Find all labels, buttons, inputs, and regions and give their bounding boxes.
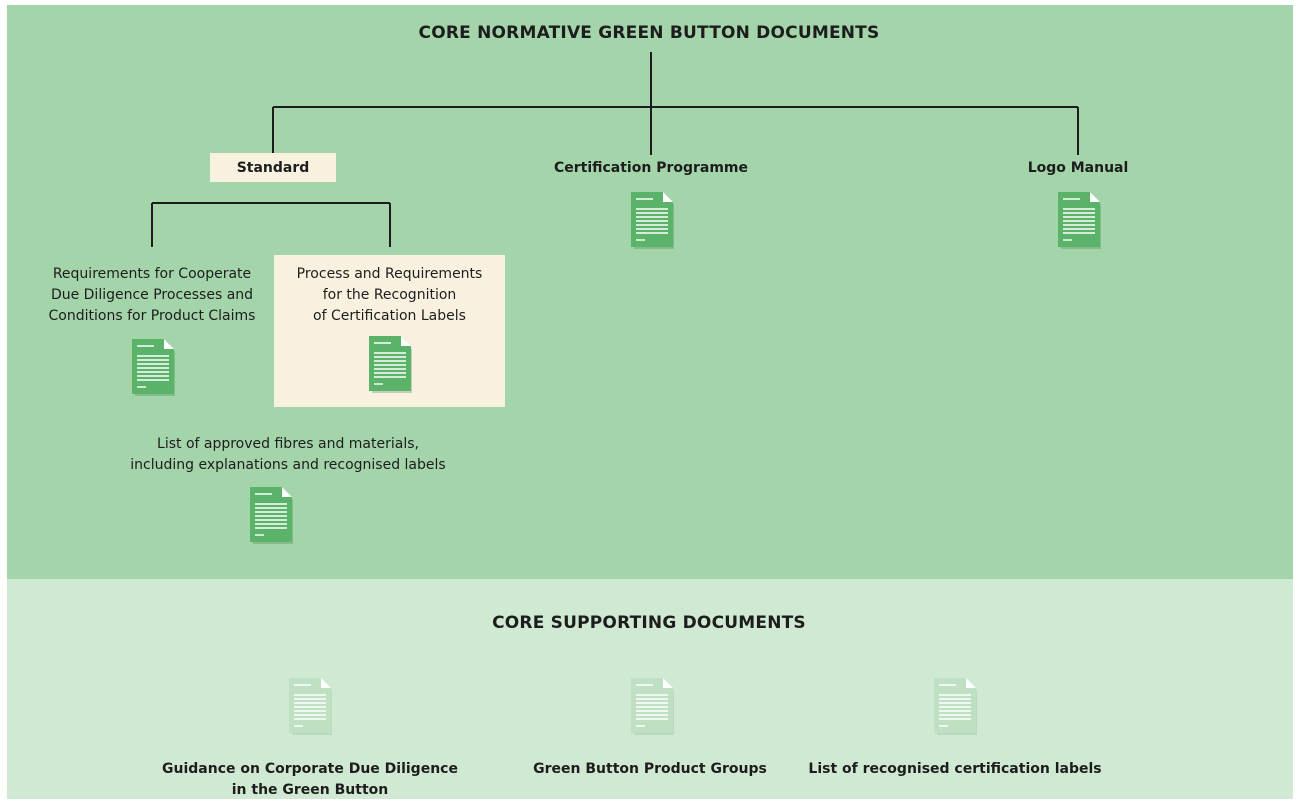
logo-manual-label: Logo Manual — [1027, 160, 1129, 176]
document-icon[interactable] — [1058, 192, 1102, 250]
text-line: for the Recognition — [322, 287, 457, 303]
document-icon[interactable] — [369, 336, 413, 394]
text-line: Green Button Product Groups — [533, 761, 767, 777]
document-icon[interactable] — [250, 487, 294, 545]
normative-heading: CORE NORMATIVE GREEN BUTTON DOCUMENTS — [418, 23, 880, 43]
document-icon-faded[interactable] — [631, 678, 675, 736]
product-groups-label: Green Button Product Groups — [520, 759, 780, 780]
text-line: including explanations and recognised la… — [130, 457, 446, 473]
supporting-heading: CORE SUPPORTING DOCUMENTS — [492, 613, 806, 633]
text-line: Due Diligence Processes and — [50, 287, 254, 303]
document-icon-faded[interactable] — [934, 678, 978, 736]
text-line: Conditions for Product Claims — [48, 308, 256, 324]
text-line: in the Green Button — [231, 782, 389, 798]
recognised-labels-list-label: List of recognised certification labels — [800, 759, 1110, 780]
text-line: Process and Requirements — [296, 266, 483, 282]
document-icon[interactable] — [132, 339, 176, 397]
text-line: Requirements for Cooperate — [52, 266, 252, 282]
certification-programme-label: Certification Programme — [553, 160, 749, 176]
text-line: Guidance on Corporate Due Diligence — [162, 761, 458, 777]
document-icon[interactable] — [631, 192, 675, 250]
document-icon-faded[interactable] — [289, 678, 333, 736]
certification-label-recognition: Process and Requirements for the Recogni… — [274, 264, 505, 327]
due-diligence-guidance-label: Guidance on Corporate Due Diligence in t… — [155, 759, 465, 801]
text-line: List of approved fibres and materials, — [157, 436, 419, 452]
standard-label: Standard — [236, 159, 310, 176]
standard-node: Standard — [210, 153, 336, 182]
approved-fibres-list: List of approved fibres and materials, i… — [88, 434, 488, 476]
text-line: List of recognised certification labels — [808, 761, 1102, 777]
text-line: of Certification Labels — [313, 308, 466, 324]
cooperate-due-diligence-requirements: Requirements for Cooperate Due Diligence… — [32, 264, 272, 327]
